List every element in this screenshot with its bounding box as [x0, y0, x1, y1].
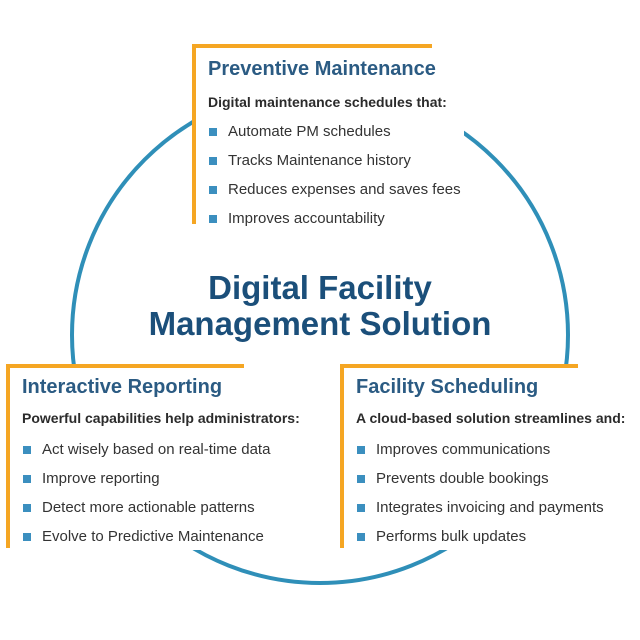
feature-list: Act wisely based on real-time data Impro…	[20, 435, 270, 551]
square-bullet-icon	[357, 446, 365, 454]
list-item-label: Detect more actionable patterns	[42, 499, 255, 516]
preventive-maintenance-panel: Preventive Maintenance Digital maintenan…	[192, 44, 464, 228]
list-item-label: Improves communications	[376, 441, 551, 458]
center-title: Digital Facility Management Solution	[100, 270, 540, 342]
facility-scheduling-panel: Facility Scheduling A cloud-based soluti…	[340, 364, 638, 550]
list-item-label: Improves accountability	[228, 210, 385, 227]
center-title-line-1: Digital Facility	[208, 269, 432, 306]
square-bullet-icon	[23, 446, 31, 454]
list-item-label: Reduces expenses and saves fees	[228, 181, 461, 198]
feature-list: Improves communications Prevents double …	[354, 435, 604, 551]
list-item: Improves accountability	[206, 204, 461, 233]
panel-subtitle: A cloud-based solution streamlines and:	[356, 410, 626, 426]
list-item-label: Improve reporting	[42, 470, 160, 487]
panel-accent-top	[192, 44, 432, 48]
square-bullet-icon	[23, 504, 31, 512]
list-item: Automate PM schedules	[206, 117, 461, 146]
square-bullet-icon	[357, 475, 365, 483]
panel-accent-left	[6, 364, 10, 548]
list-item: Tracks Maintenance history	[206, 146, 461, 175]
list-item-label: Tracks Maintenance history	[228, 152, 411, 169]
list-item-label: Evolve to Predictive Maintenance	[42, 528, 264, 545]
square-bullet-icon	[209, 128, 217, 136]
list-item: Performs bulk updates	[354, 522, 604, 551]
panel-accent-top	[340, 364, 578, 368]
center-title-line-2: Management Solution	[148, 305, 492, 342]
list-item: Evolve to Predictive Maintenance	[20, 522, 270, 551]
panel-subtitle: Powerful capabilities help administrator…	[22, 410, 300, 426]
list-item-label: Prevents double bookings	[376, 470, 549, 487]
square-bullet-icon	[209, 215, 217, 223]
panel-accent-left	[340, 364, 344, 548]
square-bullet-icon	[23, 533, 31, 541]
panel-accent-top	[6, 364, 244, 368]
square-bullet-icon	[357, 533, 365, 541]
list-item: Reduces expenses and saves fees	[206, 175, 461, 204]
square-bullet-icon	[209, 186, 217, 194]
feature-list: Automate PM schedules Tracks Maintenance…	[206, 117, 461, 233]
list-item-label: Performs bulk updates	[376, 528, 527, 545]
list-item-label: Act wisely based on real-time data	[42, 441, 271, 458]
panel-title: Interactive Reporting	[22, 376, 223, 398]
list-item: Act wisely based on real-time data	[20, 435, 270, 464]
panel-subtitle: Digital maintenance schedules that:	[208, 94, 447, 110]
square-bullet-icon	[209, 157, 217, 165]
list-item-label: Integrates invoicing and payments	[376, 499, 604, 516]
square-bullet-icon	[23, 475, 31, 483]
list-item: Detect more actionable patterns	[20, 493, 270, 522]
square-bullet-icon	[357, 504, 365, 512]
list-item: Integrates invoicing and payments	[354, 493, 604, 522]
panel-accent-left	[192, 44, 196, 224]
interactive-reporting-panel: Interactive Reporting Powerful capabilit…	[6, 364, 324, 550]
list-item-label: Automate PM schedules	[228, 123, 391, 140]
list-item: Improve reporting	[20, 464, 270, 493]
list-item: Improves communications	[354, 435, 604, 464]
panel-title: Facility Scheduling	[356, 376, 539, 398]
list-item: Prevents double bookings	[354, 464, 604, 493]
panel-title: Preventive Maintenance	[208, 58, 436, 80]
